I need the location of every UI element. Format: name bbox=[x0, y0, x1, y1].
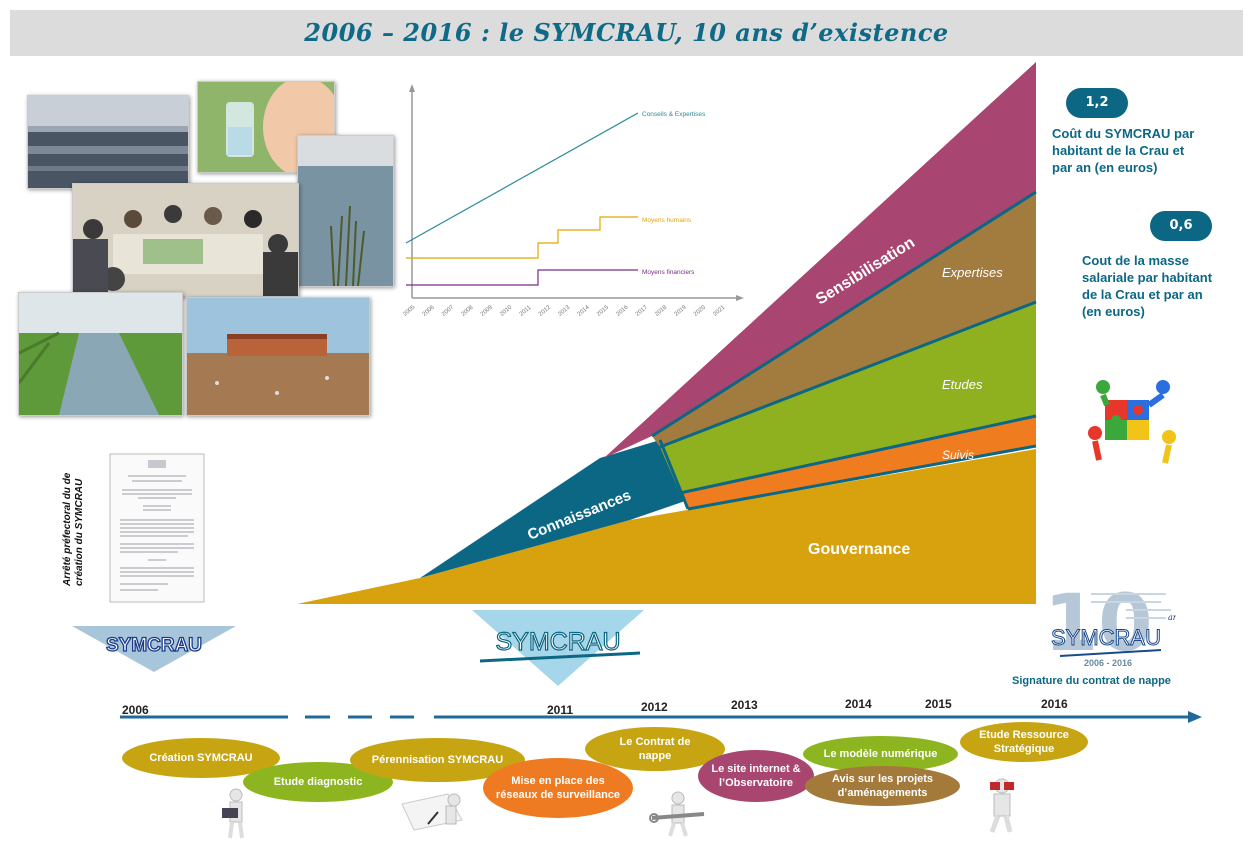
signature-caption: Signature du contrat de nappe bbox=[1012, 675, 1171, 687]
symcrau-logo-small: SYMCRAU bbox=[72, 626, 236, 672]
symcrau-logo-small-text: SYMCRAU bbox=[106, 635, 202, 656]
event-contrat-nappe: Le Contrat de nappe bbox=[585, 727, 725, 771]
timeline-year: 2016 bbox=[1041, 697, 1068, 711]
series-label-financiers: Moyens financiers bbox=[642, 269, 695, 276]
ten-years-ans: ans bbox=[1168, 613, 1176, 622]
wedge-connaissances bbox=[420, 440, 688, 578]
stat-salary-line: de la Crau et par an bbox=[1082, 287, 1203, 302]
stat-cost-line: habitant de la Crau et bbox=[1052, 143, 1185, 158]
wedge-expertises bbox=[652, 192, 1036, 447]
event-avis-projets: Avis sur les projets d’aménagements bbox=[805, 766, 960, 806]
photo-irrigation-ditch bbox=[18, 292, 183, 416]
stat-salary-line: salariale par habitant bbox=[1082, 270, 1213, 285]
layer-label-gouvernance: Gouvernance bbox=[808, 541, 910, 558]
timeline-year: 2012 bbox=[641, 700, 668, 714]
timeline-year: 2013 bbox=[731, 698, 758, 712]
stat-badge-cost: 1,2 bbox=[1066, 88, 1128, 118]
photo-canal bbox=[27, 95, 189, 189]
event-site-internet: Le site internet & l’Observatoire bbox=[698, 750, 814, 802]
mini-growth-chart: Conseils & Expertises Moyens humains Moy… bbox=[402, 84, 744, 318]
stat-salary-line: (en euros) bbox=[1082, 304, 1145, 319]
stat-cost-line: Coût du SYMCRAU par bbox=[1052, 126, 1195, 141]
series-financiers-line bbox=[406, 269, 638, 286]
arrete-document-image bbox=[109, 453, 205, 603]
ten-years-symcrau: SYMCRAU bbox=[1051, 625, 1161, 650]
figure-writing-icon bbox=[401, 793, 463, 831]
page-title: 2006 – 2016 : le SYMCRAU, 10 ans d’exist… bbox=[304, 18, 949, 47]
photo-farm-building bbox=[186, 297, 370, 416]
wedge-sensibilisation bbox=[604, 62, 1036, 458]
stat-text-salary: Cout de la masse salariale par habitant … bbox=[1082, 252, 1242, 320]
wedge-suivis bbox=[680, 416, 1036, 509]
timeline-year: 2006 bbox=[122, 703, 149, 717]
wedge-etudes bbox=[660, 302, 1036, 493]
layer-label-etudes: Etudes bbox=[942, 377, 983, 392]
series-label-conseils: Conseils & Expertises bbox=[642, 111, 706, 118]
timeline-year: 2015 bbox=[925, 697, 952, 711]
wedge-gouvernance bbox=[297, 449, 1036, 604]
event-reseaux-surveillance: Mise en place des réseaux de surveillanc… bbox=[483, 758, 633, 818]
figure-wrench-icon bbox=[649, 791, 705, 837]
series-humains-line bbox=[406, 216, 638, 259]
symcrau-logo-large-text: SYMCRAU bbox=[495, 628, 620, 656]
title-banner: 2006 – 2016 : le SYMCRAU, 10 ans d’exist… bbox=[10, 10, 1243, 56]
stat-cost-line: par an (en euros) bbox=[1052, 160, 1158, 175]
timeline-year: 2011 bbox=[547, 703, 574, 717]
series-label-humains: Moyens humains bbox=[642, 217, 692, 224]
symcrau-logo-large: SYMCRAU bbox=[472, 610, 644, 686]
stat-salary-line: Cout de la masse bbox=[1082, 253, 1189, 268]
event-ressource-strategique: Etude Ressource Stratégique bbox=[960, 722, 1088, 762]
timeline-year: 2014 bbox=[845, 697, 872, 711]
figure-binoculars-icon bbox=[989, 778, 1014, 833]
layer-label-expertises: Expertises bbox=[942, 265, 1003, 280]
stat-badge-salary: 0,6 bbox=[1150, 211, 1212, 241]
puzzle-team-icon bbox=[1088, 380, 1176, 464]
ten-years-range: 2006 - 2016 bbox=[1084, 658, 1132, 668]
stat-text-cost: Coût du SYMCRAU par habitant de la Crau … bbox=[1052, 125, 1242, 176]
event-etude-diagnostic: Etude diagnostic bbox=[243, 762, 393, 802]
event-modele-numerique: Le modèle numérique bbox=[803, 736, 958, 772]
series-conseils-line bbox=[405, 112, 639, 244]
layer-label-suivis: Suivis bbox=[942, 448, 974, 462]
photo-meeting bbox=[72, 183, 299, 297]
figure-laptop-icon bbox=[222, 788, 244, 839]
ten-years-logo: 10 ans SYMCRAU 2006 - 2016 bbox=[1044, 580, 1176, 669]
